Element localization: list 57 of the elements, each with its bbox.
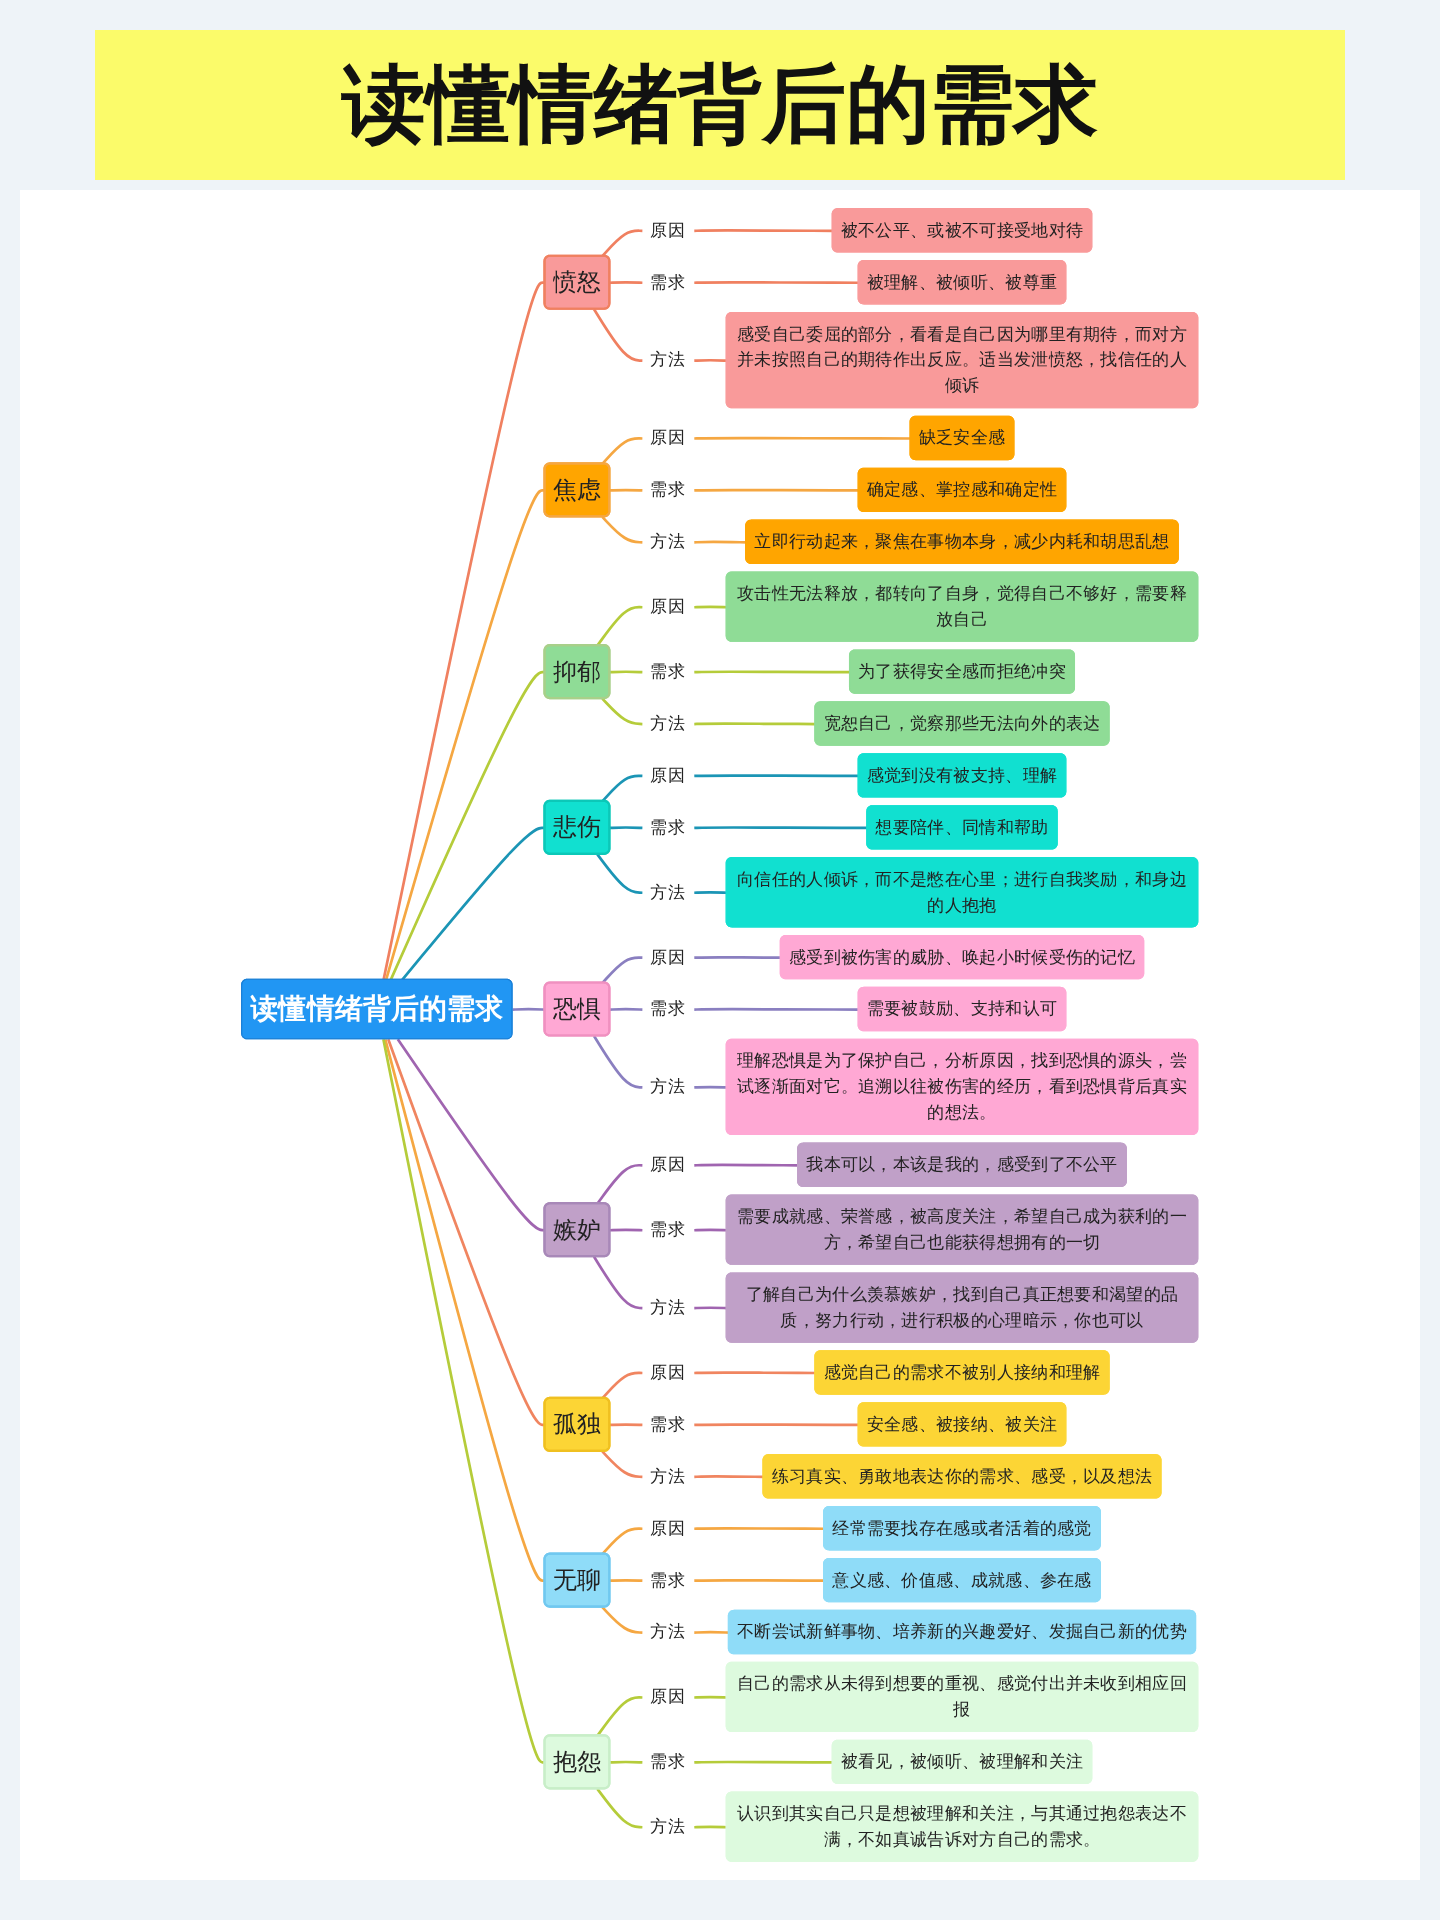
connector [593,1035,643,1089]
connector [694,488,859,492]
node-text: 方法 [650,1815,686,1837]
node-text: 需求 [650,998,686,1019]
connector [601,1606,643,1634]
node-text: 方法 [650,1621,686,1642]
node-text: 原因 [650,1686,686,1707]
connector [610,1228,643,1232]
connector [694,1007,859,1011]
connector [610,1578,643,1582]
node-text: 需求 [650,1569,686,1590]
connector [596,853,643,895]
node-text: 需求 [650,271,686,292]
connector [601,956,643,984]
node-text: 需求 [650,1413,686,1435]
connector [610,281,643,285]
connector [593,1256,643,1310]
connector [593,308,643,362]
connector [596,1788,643,1829]
connector [601,516,643,544]
node-text: 需求 [650,1218,686,1240]
node-text: 方法 [650,530,686,552]
node-text: 需求 [650,816,686,838]
connector [601,1450,643,1479]
node-text: 原因 [650,1153,686,1175]
connector [694,774,859,778]
node-text: 原因 [650,946,686,967]
connector [694,1371,816,1375]
node-text: 方法 [650,1465,686,1487]
node-text: 需求 [650,1751,686,1772]
connector [601,697,643,726]
node-text: 方法 [650,1076,686,1097]
connector [694,1475,764,1479]
connector [694,826,868,830]
connector [610,488,643,492]
node-text: 原因 [650,219,686,241]
node-text: 需求 [650,660,686,682]
connector [694,722,816,726]
node-text: 原因 [650,595,686,617]
connector [610,1007,643,1011]
node-text: 方法 [650,349,686,370]
connector [694,281,859,285]
node-text: 方法 [650,1296,686,1318]
connector [610,1423,643,1427]
node-text: 原因 [650,427,686,448]
node-text: 原因 [650,1517,686,1538]
connector [610,826,643,830]
node-text: 方法 [650,881,686,902]
node-text: 原因 [650,1361,686,1383]
node-text: 需求 [650,479,686,500]
connector [694,436,911,440]
connector [610,1760,643,1764]
node-text: 原因 [650,764,686,786]
connector [610,670,643,674]
connector [694,1423,859,1427]
node-text: 方法 [650,712,686,734]
title: 读懂情绪背后的需求 [95,30,1345,180]
